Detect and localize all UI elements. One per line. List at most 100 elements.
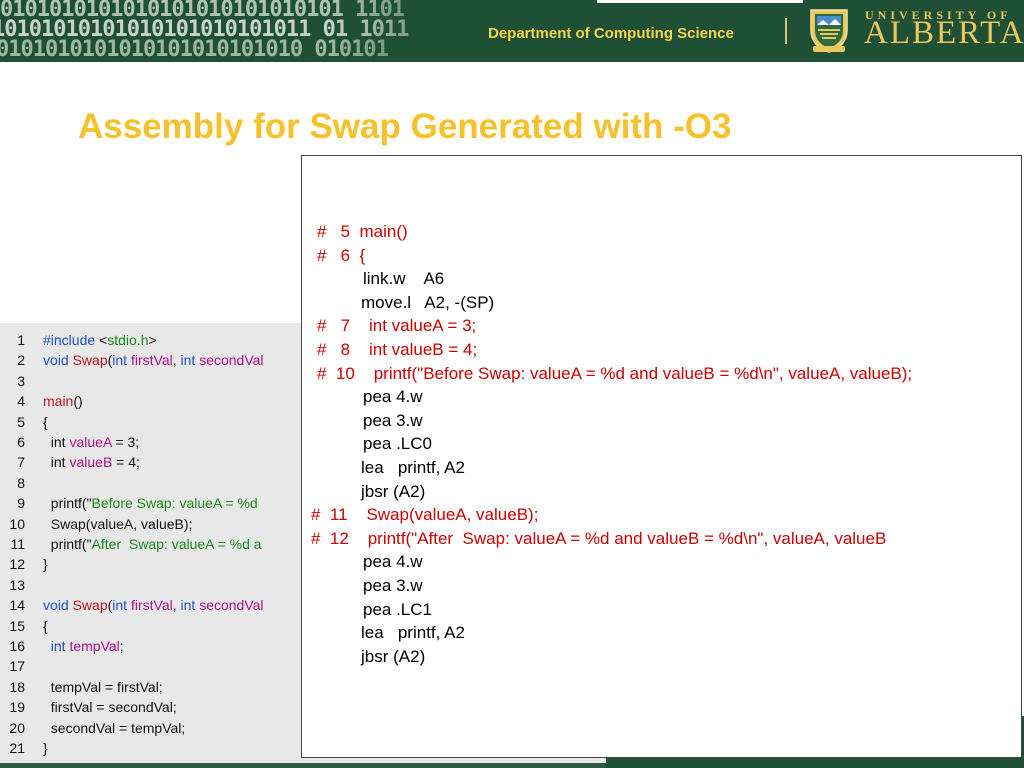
code-token: void [43, 597, 73, 614]
code-line: 13 [0, 575, 606, 595]
line-number: 8 [17, 474, 25, 491]
code-line: 10 Swap(valueA, valueB); [0, 514, 606, 534]
assembly-source-comment: # 7 int valueA = 3; [317, 316, 477, 336]
assembly-source-comment: # 8 int valueB = 4; [317, 340, 478, 359]
assembly-instruction: pea 4.w [363, 552, 423, 572]
assembly-instruction: pea .LC1 [363, 599, 432, 619]
line-number: 6 [17, 434, 25, 450]
assembly-instruction: pea 4.w [363, 387, 423, 407]
assembly-source-comment: # 5 main() [317, 222, 408, 241]
code-token: main [43, 393, 74, 410]
assembly-instruction: pea 3.w [363, 576, 423, 595]
code-token: ( [107, 352, 113, 369]
binary-fade [330, 0, 610, 62]
header-divider [785, 18, 787, 44]
header-banner: 0101010101010101010101010101 1101 101010… [0, 0, 1024, 62]
line-number: 3 [17, 372, 25, 389]
line-number: 12 [9, 556, 25, 573]
code-line: 7 int valueB = 4; [0, 452, 606, 472]
code-token: secondVal [199, 352, 264, 369]
assembly-instruction: lea printf, A2 [361, 458, 465, 477]
code-line: 6 int valueA = 3; [0, 432, 606, 452]
code-token: tempVal = firstVal; [43, 678, 163, 695]
line-number: 15 [9, 617, 25, 634]
assembly-source-comment: # 12 printf("After Swap: valueA = %d and… [311, 528, 887, 548]
code-token: Before Swap: valueA = %d [91, 495, 258, 512]
code-token: < [95, 332, 108, 348]
line-number: 14 [9, 597, 25, 614]
code-token: printf(" [43, 495, 92, 512]
code-text: void Swap(int firstVal, int secondVal [43, 595, 264, 615]
code-token: #include [43, 332, 96, 348]
code-text: #include <stdio.h> [43, 330, 157, 350]
code-text: secondVal = tempVal; [43, 718, 186, 738]
line-number: 9 [17, 495, 25, 512]
code-line: 5{ [0, 412, 606, 432]
code-token: > [148, 332, 157, 348]
code-text: main() [43, 391, 83, 411]
code-token: int [112, 597, 131, 614]
code-token: valueB [69, 454, 113, 471]
assembly-instruction: jbsr (A2) [361, 646, 426, 666]
code-text: int valueB = 4; [43, 452, 140, 472]
code-token: void [43, 352, 73, 369]
line-number: 18 [9, 678, 25, 695]
code-text: tempVal = firstVal; [43, 677, 163, 697]
code-token: int [112, 352, 131, 369]
code-token: Swap(valueA, valueB); [43, 515, 193, 532]
code-line: 16 int tempVal; [0, 636, 606, 656]
code-line: 9 printf("Before Swap: valueA = %d [0, 493, 606, 513]
code-token: secondVal [199, 597, 264, 614]
code-line: 17 [0, 656, 606, 676]
binary-row: 10101010101010101010101011 01 1011 [0, 17, 409, 42]
footer-strip [0, 763, 606, 768]
code-text: void Swap(int firstVal, int secondVal [43, 350, 264, 370]
code-line: 8 [0, 473, 606, 493]
line-number: 20 [9, 719, 25, 736]
code-text: { [43, 616, 48, 636]
line-number: 13 [9, 576, 25, 593]
line-number: 17 [9, 658, 25, 675]
code-token: int [180, 352, 200, 369]
code-line: 18 tempVal = firstVal; [0, 677, 606, 697]
code-token: } [43, 556, 48, 573]
code-token: firstVal = secondVal; [43, 699, 177, 716]
code-line: 20 secondVal = tempVal; [0, 718, 606, 738]
code-token: , [172, 597, 181, 614]
code-token: int [43, 454, 70, 471]
code-token: valueA [69, 434, 112, 450]
line-number: 11 [10, 536, 25, 552]
code-text: Swap(valueA, valueB); [43, 514, 193, 534]
code-token: firstVal [130, 597, 173, 614]
code-token: int [43, 638, 70, 654]
assembly-instruction: jbsr (A2) [361, 481, 426, 501]
university-label-small: UNIVERSITY OF [865, 8, 1012, 22]
binary-row: 0101010101010101010101010 010101 [0, 37, 389, 62]
code-line: 19 firstVal = secondVal; [0, 697, 606, 717]
code-token: { [43, 413, 48, 430]
line-number: 1 [17, 332, 25, 348]
code-text: } [43, 554, 48, 574]
code-line: 15 { [0, 616, 606, 636]
assembly-source-comment: # 10 printf("Before Swap: valueA = %d an… [317, 363, 913, 383]
code-token: = 3; [111, 434, 140, 450]
code-token: () [73, 393, 83, 410]
slide-title: Assembly for Swap Generated with -O3 [78, 107, 732, 146]
code-token: printf(" [43, 536, 92, 552]
assembly-source-comment: # 6 { [317, 245, 366, 265]
assembly-instruction: lea printf, A2 [361, 623, 465, 643]
code-line: 21} [0, 738, 606, 758]
line-number: 5 [17, 413, 25, 430]
code-text: int valueA = 3; [43, 432, 139, 452]
line-number: 10 [9, 515, 25, 532]
code-token: ( [107, 597, 113, 614]
code-token: } [43, 740, 48, 756]
code-token: ; [119, 638, 124, 654]
code-token: Swap [72, 597, 108, 614]
code-token: stdio.h [107, 332, 149, 348]
line-number: 2 [17, 352, 25, 369]
assembly-instruction: link.w A6 [363, 269, 445, 289]
line-number: 19 [9, 699, 25, 716]
code-text: int tempVal; [43, 636, 124, 656]
line-number: 7 [17, 454, 25, 471]
